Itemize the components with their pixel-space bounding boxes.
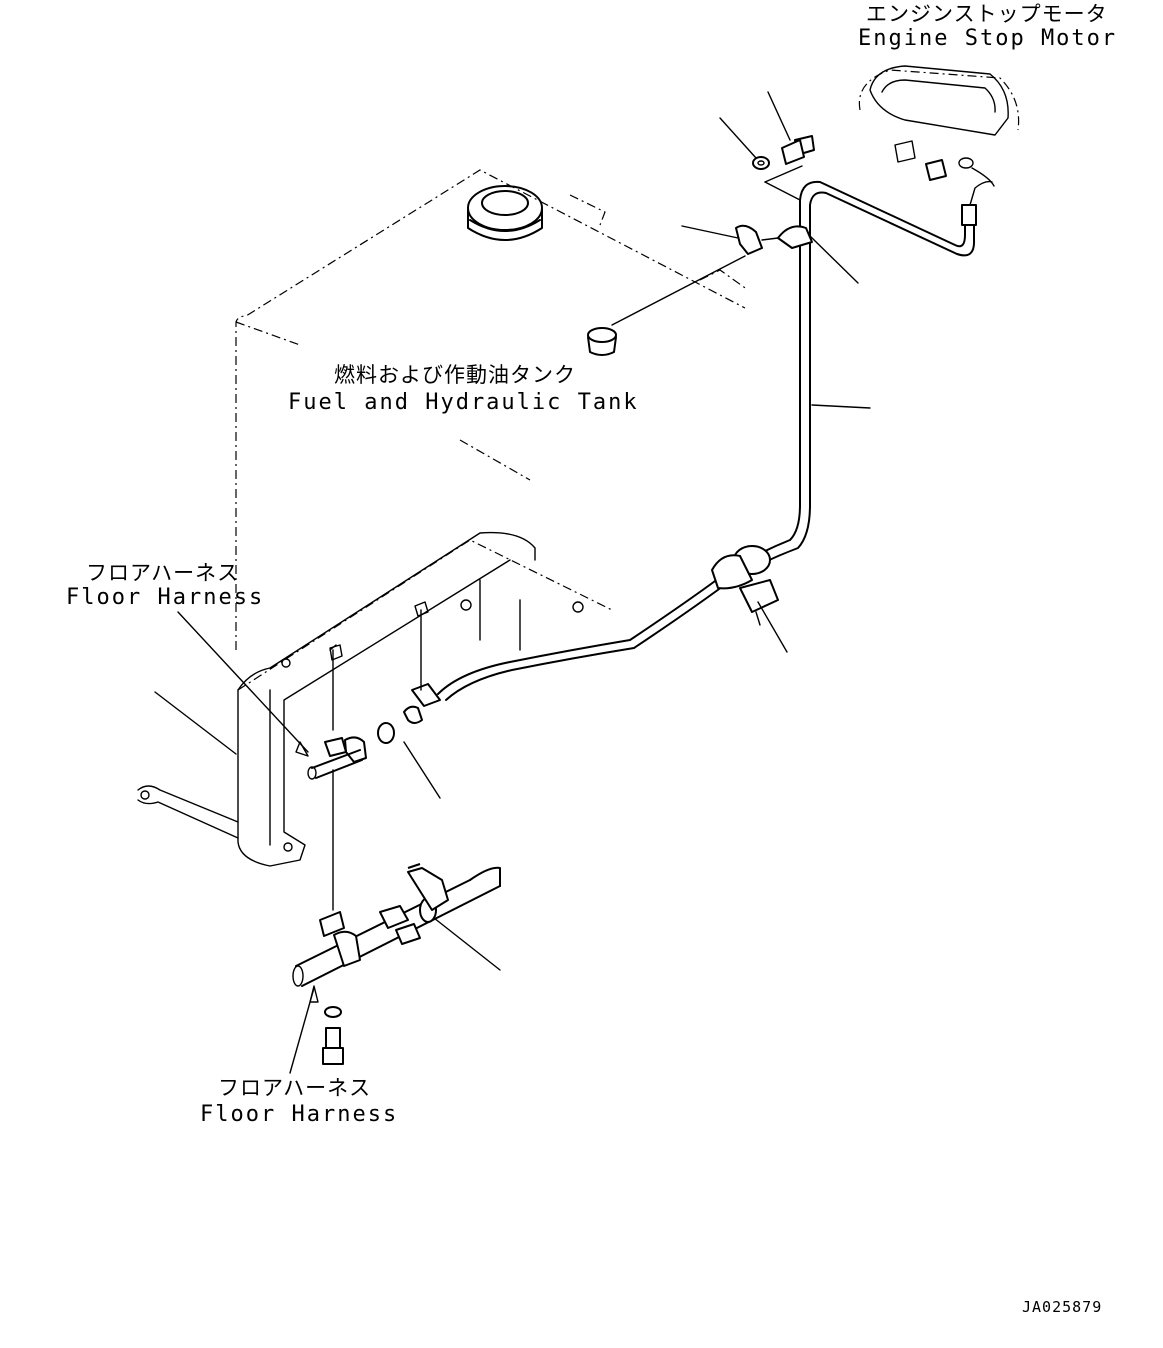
lower-connector-group [307,601,441,911]
leader-lines [154,91,871,1074]
fuel-tank-label-jp: 燃料および作動油タンク [334,363,576,387]
engine-stop-motor [858,65,1020,163]
fuel-hydraulic-tank [235,169,749,650]
drawing-code: JA025879 [1022,1298,1103,1316]
tank-frame [137,531,613,867]
upper-clamp-assembly [611,135,815,326]
engine-stop-motor-label-jp: エンジンストップモータ [866,2,1108,26]
engine-stop-motor-label-en: Engine Stop Motor [858,26,1118,51]
wiring-harness [437,157,995,701]
floor-harness-lower-label-en: Floor Harness [200,1102,399,1127]
middle-clamp [711,545,779,626]
floor-harness-upper-label-jp: フロアハーネス [86,561,240,585]
floor-harness-lower-label-jp: フロアハーネス [218,1076,372,1100]
floor-harness-upper-label-en: Floor Harness [66,585,265,610]
floor-harness-lower [292,863,501,1065]
fuel-tank-label-en: Fuel and Hydraulic Tank [288,390,639,415]
